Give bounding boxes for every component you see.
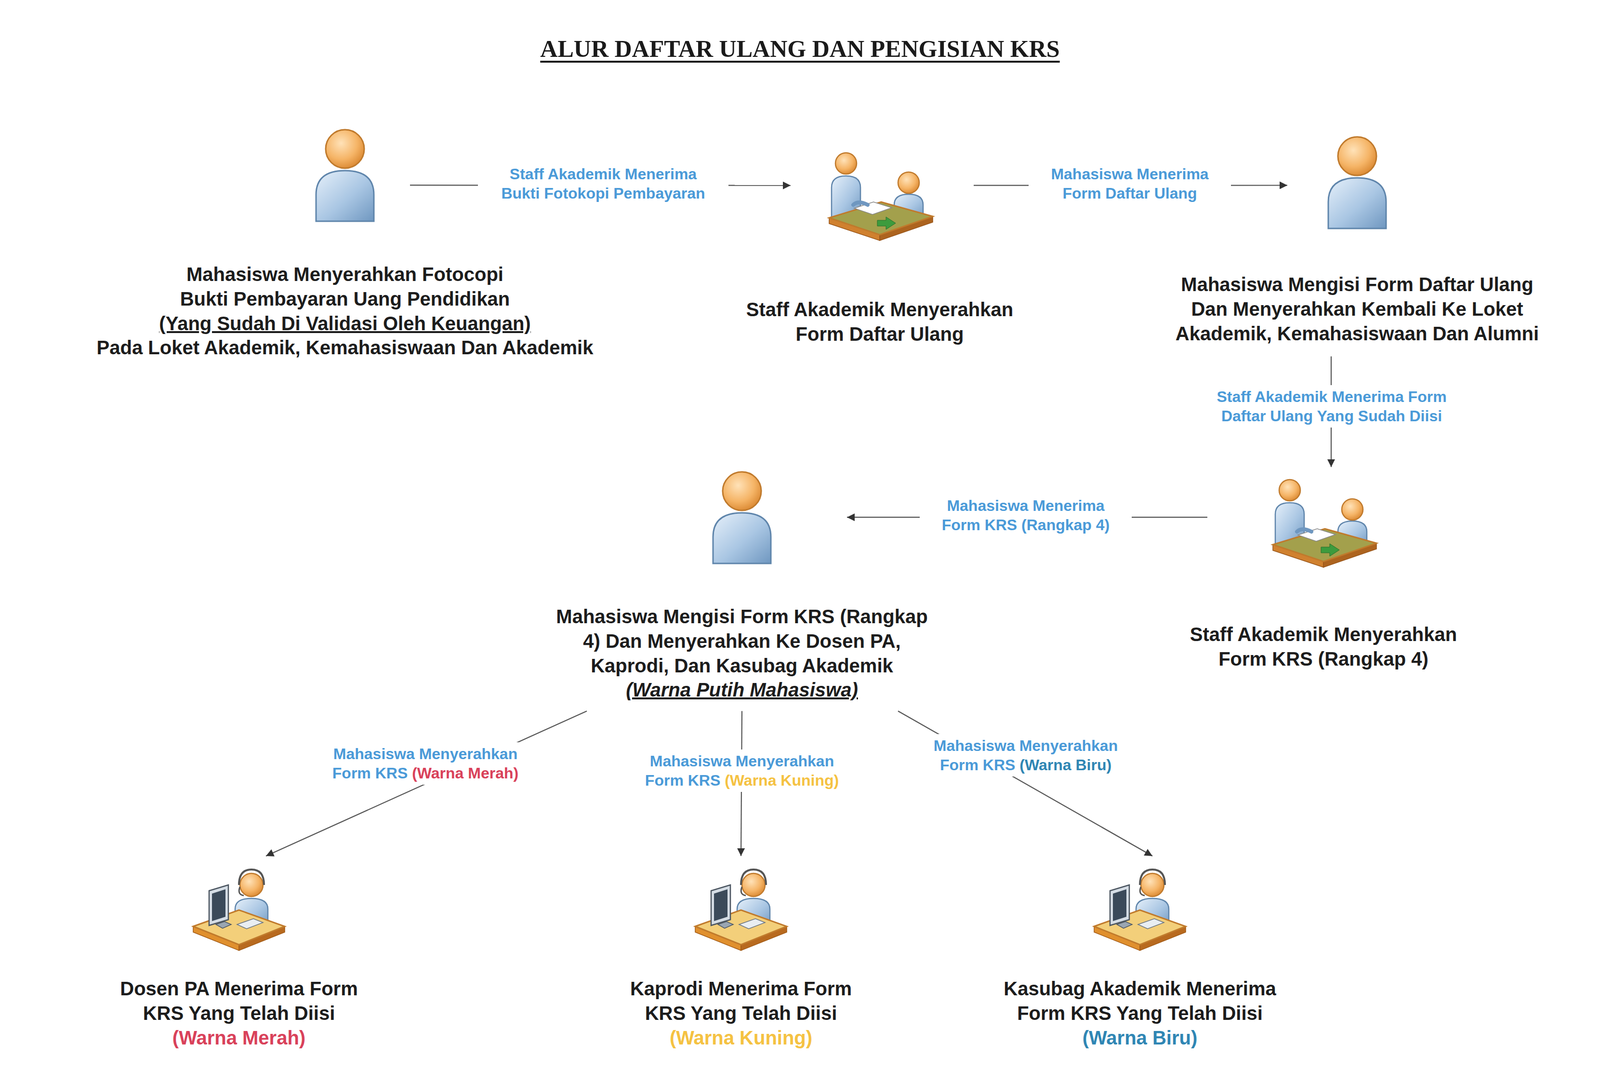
receiver-step: Dosen PA Menerima Form KRS Yang Telah Di… xyxy=(70,862,408,1050)
step-note: (Yang Sudah Di Validasi Oleh Keuangan) xyxy=(46,311,644,336)
staff-desk-step: Staff Akademik Menyerahkan Form KRS (Ran… xyxy=(1106,474,1541,672)
step-text: Kaprodi Menerima Form KRS Yang Telah Dii… xyxy=(572,976,910,1026)
pc-icon xyxy=(1091,862,1189,954)
flow-arrow xyxy=(265,710,587,856)
diagram-title: ALUR DAFTAR ULANG DAN PENGISIAN KRS xyxy=(0,34,1600,63)
step-text: Dosen PA Menerima Form KRS Yang Telah Di… xyxy=(70,976,408,1026)
step-note: (Warna Putih Mahasiswa) xyxy=(501,677,983,702)
step-note: (Warna Biru) xyxy=(971,1025,1309,1050)
edge-label: Staff Akademik Menerima Form Daftar Ulan… xyxy=(1163,384,1501,428)
desk-icon xyxy=(824,147,936,250)
step-text: Mahasiswa Mengisi Form KRS (Rangkap 4) D… xyxy=(501,604,983,678)
desk-icon xyxy=(1268,474,1379,576)
student-step: Mahasiswa Mengisi Form KRS (Rangkap 4) D… xyxy=(501,464,983,702)
person-icon xyxy=(1321,129,1394,231)
step-text: Staff Akademik Menyerahkan Form KRS (Ran… xyxy=(1106,621,1541,672)
edge-label: Mahasiswa Menyerahkan Form KRS (Warna Me… xyxy=(309,741,542,785)
step-note: (Warna Kuning) xyxy=(572,1025,910,1050)
title-text: ALUR DAFTAR ULANG DAN PENGISIAN KRS xyxy=(540,35,1060,63)
edge-label: Mahasiswa Menyerahkan Form KRS (Warna Bi… xyxy=(910,733,1142,777)
receiver-step: Kaprodi Menerima Form KRS Yang Telah Dii… xyxy=(572,862,910,1050)
step-text: Mahasiswa Mengisi Form Daftar Ulang Dan … xyxy=(1140,272,1574,346)
edge-label: Mahasiswa Menerima Form Daftar Ulang xyxy=(1028,162,1231,205)
step-text: Kasubag Akademik Menerima Form KRS Yang … xyxy=(971,976,1309,1026)
pc-icon xyxy=(190,862,288,954)
person-icon xyxy=(308,122,382,224)
pc-icon xyxy=(692,862,790,954)
person-icon xyxy=(705,464,779,566)
step-text: Staff Akademik Menyerahkan Form Daftar U… xyxy=(725,297,1034,347)
edge-label: Staff Akademik Menerima Bukti Fotokopi P… xyxy=(477,162,729,205)
flow-arrow xyxy=(898,710,1153,856)
receiver-step: Kasubag Akademik Menerima Form KRS Yang … xyxy=(971,862,1309,1050)
staff-desk-step: Staff Akademik Menyerahkan Form Daftar U… xyxy=(725,147,1034,347)
step-note: Pada Loket Akademik, Kemahasiswaan Dan A… xyxy=(46,335,644,360)
edge-label: Mahasiswa Menyerahkan Form KRS (Warna Ku… xyxy=(626,749,858,792)
student-step: Mahasiswa Menyerahkan Fotocopi Bukti Pem… xyxy=(46,122,644,360)
edge-label: Mahasiswa Menerima Form KRS (Rangkap 4) xyxy=(919,493,1132,537)
step-note: (Warna Merah) xyxy=(70,1025,408,1050)
step-text: Mahasiswa Menyerahkan Fotocopi Bukti Pem… xyxy=(46,262,644,312)
